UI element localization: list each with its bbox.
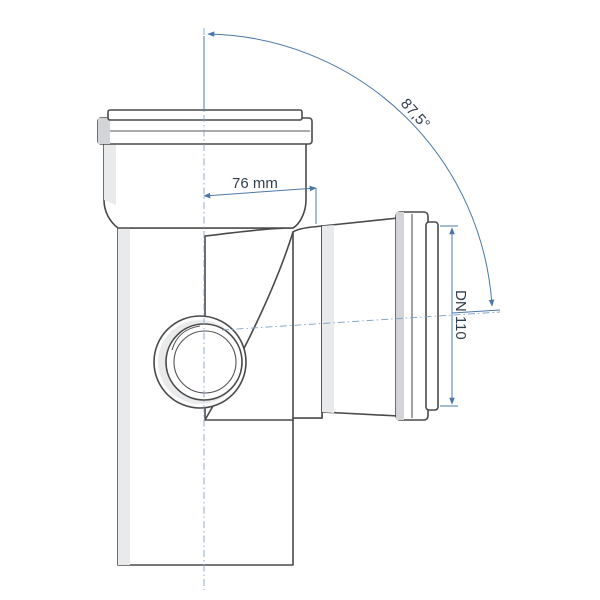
side-port — [153, 315, 247, 409]
offset-dimension: 76 mm — [203, 175, 317, 224]
diameter-dimension: DN 110 — [440, 225, 469, 407]
offset-label: 76 mm — [232, 175, 278, 192]
diameter-label: DN 110 — [452, 290, 469, 340]
right-socket — [321, 211, 439, 421]
top-socket — [97, 109, 313, 229]
